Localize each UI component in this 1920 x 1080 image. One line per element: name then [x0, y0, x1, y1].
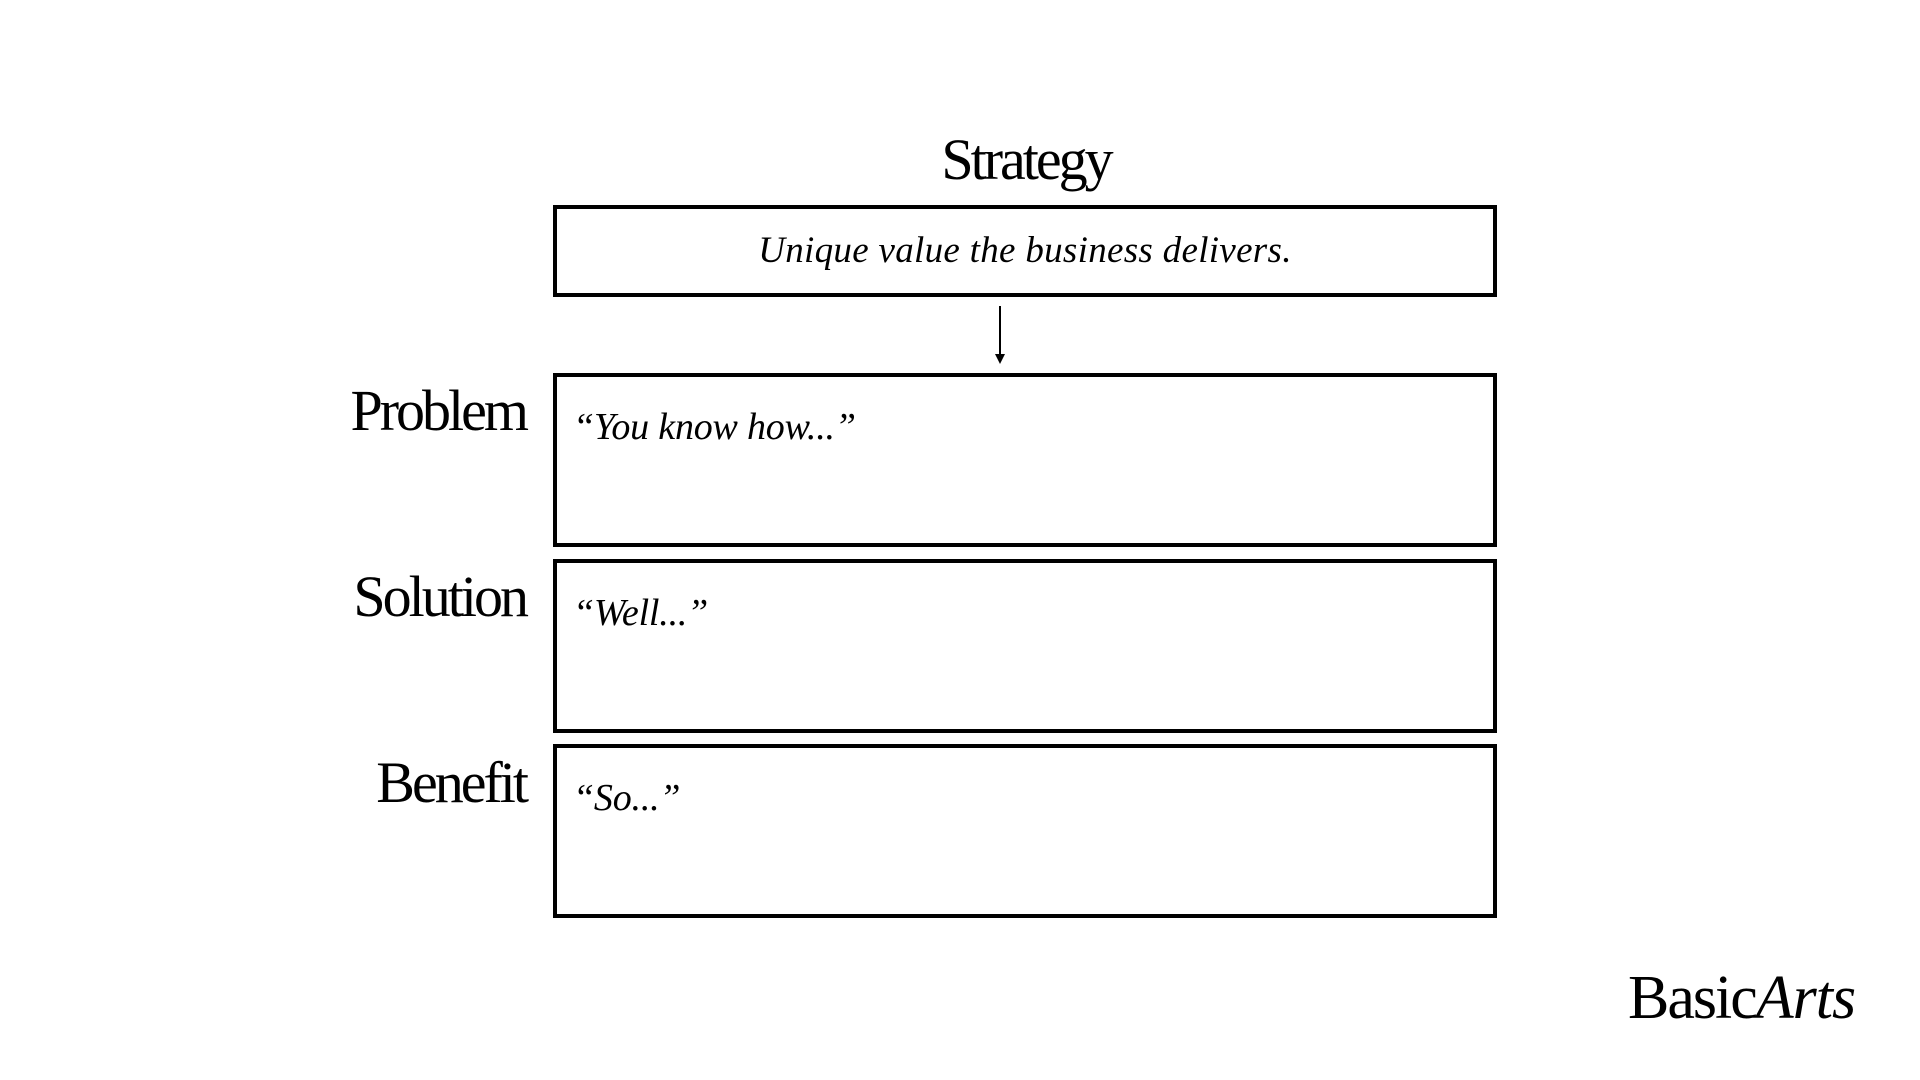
diagram-title: Strategy [941, 127, 1113, 192]
step-label-problem: Problem [350, 378, 529, 443]
step-prompt-benefit: “So...” [573, 777, 681, 819]
strategy-box: Unique value the business delivers. [553, 205, 1497, 297]
step-box-benefit: “So...” [553, 744, 1497, 918]
step-prompt-problem: “You know how...” [573, 406, 856, 448]
step-label-solution: Solution [353, 564, 529, 629]
step-box-problem: “You know how...” [553, 373, 1497, 547]
logo-wordmark-italic: Arts [1755, 964, 1856, 1032]
strategy-description: Unique value the business delivers. [758, 230, 1292, 271]
logo-wordmark-regular: Basic [1628, 964, 1758, 1032]
step-prompt-solution: “Well...” [573, 592, 709, 634]
step-box-solution: “Well...” [553, 559, 1497, 733]
basicarts-logo: BasicArts [1628, 964, 1868, 1032]
step-label-benefit: Benefit [376, 750, 529, 815]
down-arrow-icon [995, 306, 1005, 364]
